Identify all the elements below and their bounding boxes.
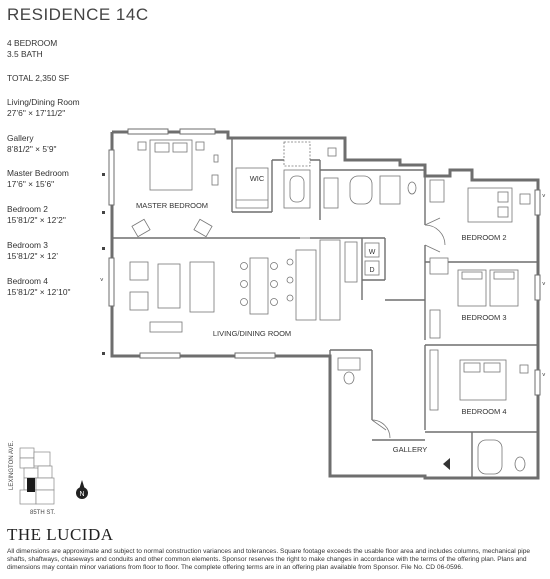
arrow-marker-icon: ˅ [542,373,546,379]
bath-count: 3.5 BATH [7,49,43,59]
plan-label-bedroom-2: BEDROOM 2 [461,233,506,242]
plan-label-gallery: GALLERY [393,445,427,454]
bath-2-fixtures [349,175,417,205]
plan-label-living-dining: LIVING/DINING ROOM [213,329,291,338]
unit-summary: 4 BEDROOM 3.5 BATH [7,38,57,60]
building-name: THE LUCIDA [7,525,114,544]
key-plan-street: 85TH ST. [30,510,55,516]
arrow-marker-icon: ˅ [542,282,546,288]
master-bed-furniture [131,139,219,238]
edge-tick-marks: ˅ ˅ ˅ ˅ [100,173,546,379]
plan-label-bedroom-3: BEDROOM 3 [461,313,506,322]
total-area: TOTAL 2,350 SF [7,73,69,84]
residence-title: RESIDENCE 14C [7,5,149,24]
room-spec-gallery: Gallery 8’81/2" × 5’9" [7,133,57,155]
key-plan: LEXINGTON AVE. 85TH ST. [9,441,55,516]
room-spec-bedroom-3: Bedroom 3 15’81/2" × 12’ [7,240,58,262]
exterior-wall [110,130,540,480]
washer-label: W [369,249,376,256]
room-spec-dims: 17’6" × 15’6" [7,179,55,189]
entry-arrow-icon [443,458,450,470]
total-square-feet: TOTAL 2,350 SF [7,73,70,83]
room-spec-dims: 15’81/2" × 12’10" [7,287,71,297]
room-spec-name: Living/Dining Room [7,97,80,107]
plan-label-master-bedroom: MASTER BEDROOM [136,201,208,210]
bedroom-count: 4 BEDROOM [7,38,58,48]
bath-4-fixtures [337,357,526,475]
gallery-doors [300,217,446,439]
room-spec-master-bedroom: Master Bedroom 17’6" × 15’6" [7,168,69,190]
north-label: N [79,491,84,498]
bedroom-3-furniture [429,257,519,339]
bedroom-2-furniture [429,179,531,223]
room-spec-dims: 15’81/2" × 12’ [7,251,59,261]
bedroom-4-furniture [429,349,529,411]
room-spec-bedroom-2: Bedroom 2 15’81/2" × 12’2" [7,204,66,226]
wic-fixtures [235,141,339,209]
living-dining-furniture [129,239,380,333]
plan-label-wic: WIC [250,174,265,183]
room-spec-name: Bedroom 4 [7,276,48,286]
interior-walls [112,138,538,478]
arrow-marker-icon: ˅ [542,194,546,200]
room-spec-name: Bedroom 2 [7,204,48,214]
arrow-marker-icon: ˅ [100,278,104,284]
room-spec-dims: 8’81/2" × 5’9" [7,144,57,154]
room-spec-dims: 15’81/2" × 12’2" [7,215,66,225]
window-marks [108,128,541,396]
north-arrow-icon: N [76,480,88,499]
legal-disclaimer: All dimensions are approximate and subje… [7,548,531,572]
dryer-label: D [369,267,374,274]
room-spec-name: Master Bedroom [7,168,69,178]
plan-label-bedroom-4: BEDROOM 4 [461,407,506,416]
room-spec-bedroom-4: Bedroom 4 15’81/2" × 12’10" [7,276,70,298]
room-spec-name: Gallery [7,133,34,143]
room-spec-living-dining: Living/Dining Room 27’6" × 17’11/2" [7,97,80,119]
room-spec-dims: 27’6" × 17’11/2" [7,108,66,118]
key-plan-unit-highlight [27,478,35,492]
key-plan-avenue: LEXINGTON AVE. [9,441,15,490]
room-spec-name: Bedroom 3 [7,240,48,250]
